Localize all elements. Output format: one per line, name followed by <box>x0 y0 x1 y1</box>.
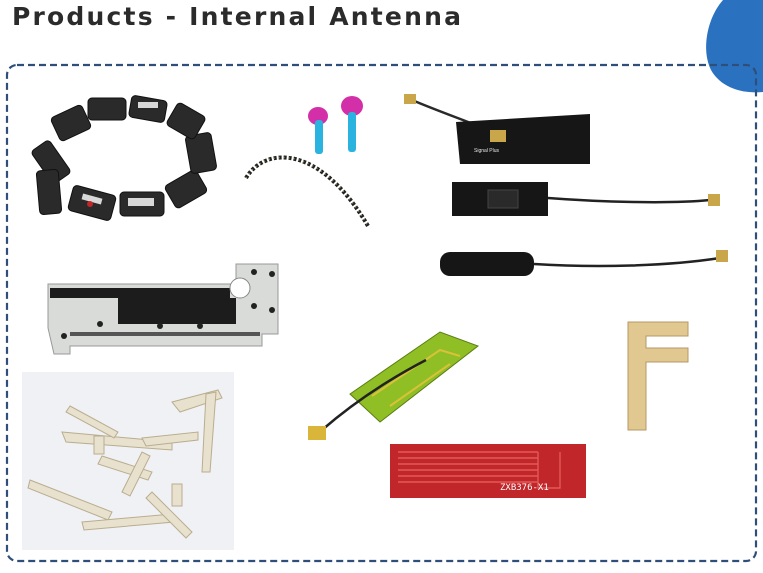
black-pcb-antenna-cable <box>452 182 720 216</box>
coil-spring-antenna-cable <box>440 250 728 276</box>
red-pcb-label: ZXB376-X1 <box>500 483 549 493</box>
beaded-wire-antenna <box>244 155 370 228</box>
metal-f-antenna <box>627 321 689 431</box>
signalplus-label: Signal Plus <box>474 148 500 154</box>
stamped-metal-antennas <box>22 372 234 550</box>
green-fpc-antenna <box>308 331 480 440</box>
corner-accent-shape <box>706 0 763 93</box>
products-frame <box>5 63 758 563</box>
red-pcb-antenna <box>390 444 586 498</box>
earphones <box>308 96 363 154</box>
bracelet-antenna <box>31 95 217 221</box>
black-pcb-antenna-signalplus <box>404 94 590 164</box>
metal-bracket-antenna <box>47 263 279 355</box>
slide-title: Products - Internal Antenna <box>12 2 464 31</box>
